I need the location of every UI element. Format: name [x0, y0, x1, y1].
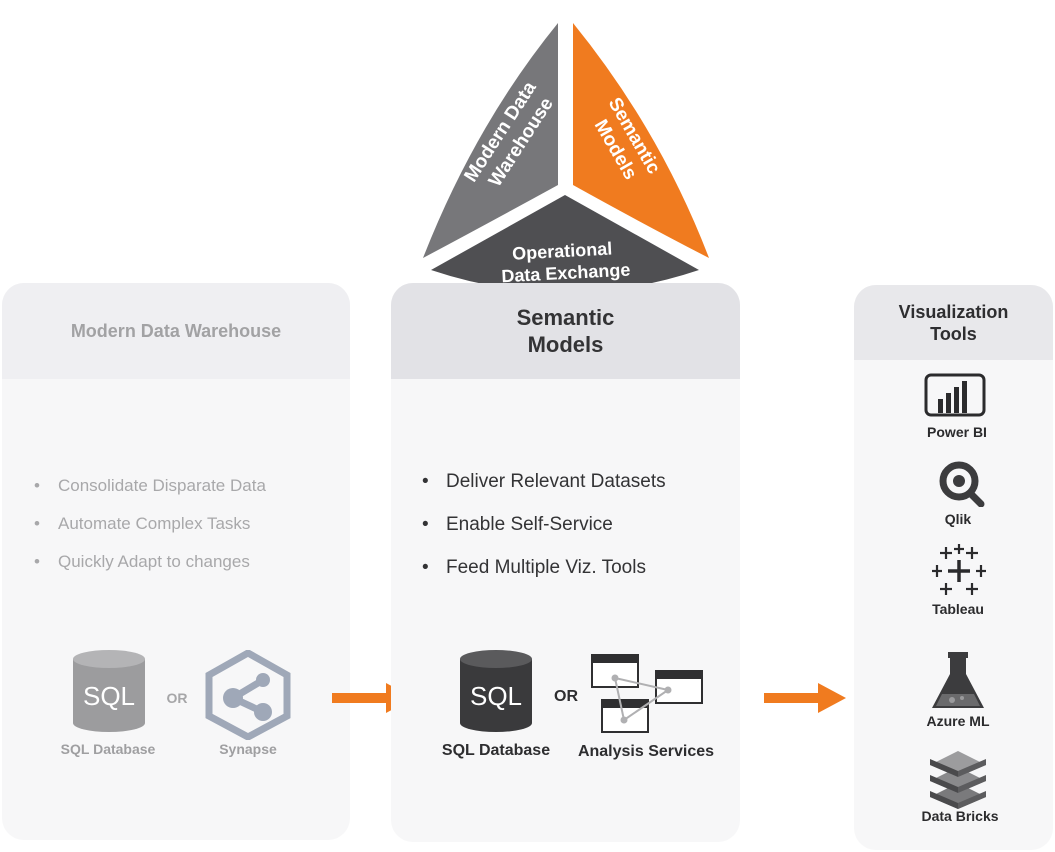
visualization-tools-title-line2: Tools — [930, 323, 977, 344]
left-sql-database-label: SQL Database — [60, 741, 156, 757]
synapse-label: Synapse — [219, 741, 277, 757]
semantic-models-bullet-list: Deliver Relevant Datasets Enable Self-Se… — [418, 460, 666, 589]
bullet-item: Consolidate Disparate Data — [30, 467, 266, 505]
bullet-item: Enable Self-Service — [418, 503, 666, 546]
bullet-item: Quickly Adapt to changes — [30, 543, 266, 581]
data-bricks-label: Data Bricks — [921, 808, 999, 824]
data-bricks-icon — [930, 751, 986, 809]
svg-text:SQL: SQL — [83, 681, 135, 711]
middle-or-text: OR — [554, 688, 578, 705]
analysis-services-icon — [591, 654, 703, 733]
pillars-triangle-graphic: Modern Data Warehouse Semantic Models Op… — [423, 23, 709, 293]
qlik-label: Qlik — [944, 511, 972, 527]
semantic-models-panel-title-line2: Models — [527, 332, 604, 357]
sql-database-icon: SQL — [73, 650, 145, 732]
qlik-icon — [939, 461, 985, 507]
visualization-tools-panel-header: Visualization Tools — [854, 285, 1053, 360]
semantic-models-panel-header: Semantic Models — [391, 283, 740, 379]
flow-arrow-icon — [764, 683, 846, 713]
tableau-icon — [932, 544, 986, 595]
modern-data-warehouse-panel: Modern Data Warehouse Consolidate Dispar… — [2, 283, 350, 840]
semantic-models-panel-title-line1: Semantic — [516, 305, 615, 330]
bullet-item: Automate Complex Tasks — [30, 505, 266, 543]
power-bi-icon — [924, 373, 986, 417]
bullet-item: Feed Multiple Viz. Tools — [418, 546, 666, 589]
svg-text:SQL: SQL — [470, 681, 522, 711]
triangle-segment-operational-data-exchange — [431, 195, 699, 293]
semantic-models-panel: Semantic Models Deliver Relevant Dataset… — [391, 283, 740, 842]
synapse-icon — [205, 650, 291, 740]
power-bi-label: Power BI — [927, 424, 987, 440]
triangle-segment-modern-data-warehouse — [423, 23, 558, 258]
modern-data-warehouse-bullet-list: Consolidate Disparate Data Automate Comp… — [30, 467, 266, 581]
modern-data-warehouse-panel-title: Modern Data Warehouse — [70, 320, 282, 341]
azure-ml-flask-icon — [932, 652, 984, 708]
azure-ml-label: Azure ML — [926, 713, 990, 729]
tableau-label: Tableau — [932, 601, 984, 617]
modern-data-warehouse-panel-header: Modern Data Warehouse — [2, 283, 350, 379]
middle-sql-database-label: SQL Database — [441, 742, 551, 759]
analysis-services-label: Analysis Services — [577, 743, 715, 760]
sql-database-icon: SQL — [460, 650, 532, 732]
left-or-text: OR — [166, 690, 188, 706]
triangle-segment-semantic-models — [573, 23, 709, 258]
bullet-item: Deliver Relevant Datasets — [418, 460, 666, 503]
visualization-tools-title-line1: Visualization — [898, 301, 1009, 322]
